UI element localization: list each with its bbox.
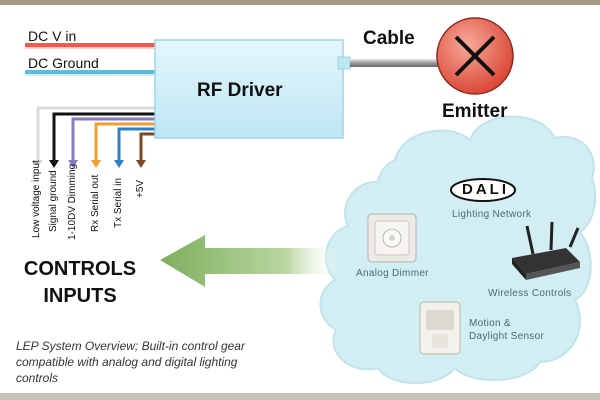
controls-cloud — [319, 115, 597, 384]
motion-sensor-label: Motion & Daylight Sensor — [469, 317, 544, 343]
cable-label: Cable — [363, 28, 415, 49]
bottom-edge-strip — [0, 393, 600, 400]
emitter-symbol — [436, 17, 514, 95]
dc-v-in-label: DC V in — [28, 28, 77, 44]
rf-driver-box — [154, 39, 344, 139]
wire-label-signal-ground: Signal ground — [48, 170, 59, 232]
wire-label-low-voltage: Low voltage input — [31, 160, 42, 238]
dc-ground-label: DC Ground — [28, 55, 99, 71]
motion-sensor-line2: Daylight Sensor — [469, 331, 545, 342]
wireless-controls-label: Wireless Controls — [488, 288, 572, 299]
controls-arrow — [160, 235, 340, 287]
cable-line — [350, 59, 442, 67]
motion-sensor-device — [419, 301, 461, 355]
emitter-label: Emitter — [442, 101, 508, 122]
control-wires — [36, 106, 155, 162]
dali-logo — [450, 178, 516, 202]
analog-dimmer-label: Analog Dimmer — [356, 268, 429, 279]
analog-dimmer-device — [367, 213, 417, 263]
wire-label-dimming: 1-10DV Dimming — [67, 163, 78, 240]
controls-inputs-line1: CONTROLS — [23, 258, 137, 280]
controls-inputs-title: CONTROLS INPUTS — [10, 256, 150, 310]
wireless-router-device — [512, 221, 580, 280]
system-caption: LEP System Overview; Built-in control ge… — [16, 339, 245, 385]
wire-label-5v: +5V — [135, 179, 146, 198]
rf-driver-label: RF Driver — [197, 80, 283, 101]
wire-label-tx-serial: Tx Serial in — [113, 177, 124, 228]
dali-logo-text: DALI — [462, 181, 509, 198]
controls-inputs-line2: INPUTS — [43, 285, 117, 307]
lighting-network-label: Lighting Network — [452, 209, 532, 220]
wire-label-rx-serial: Rx Serial out — [90, 174, 101, 232]
wire-arrowheads — [33, 160, 146, 168]
motion-sensor-line1: Motion & — [469, 318, 511, 329]
top-edge-strip — [0, 0, 600, 5]
